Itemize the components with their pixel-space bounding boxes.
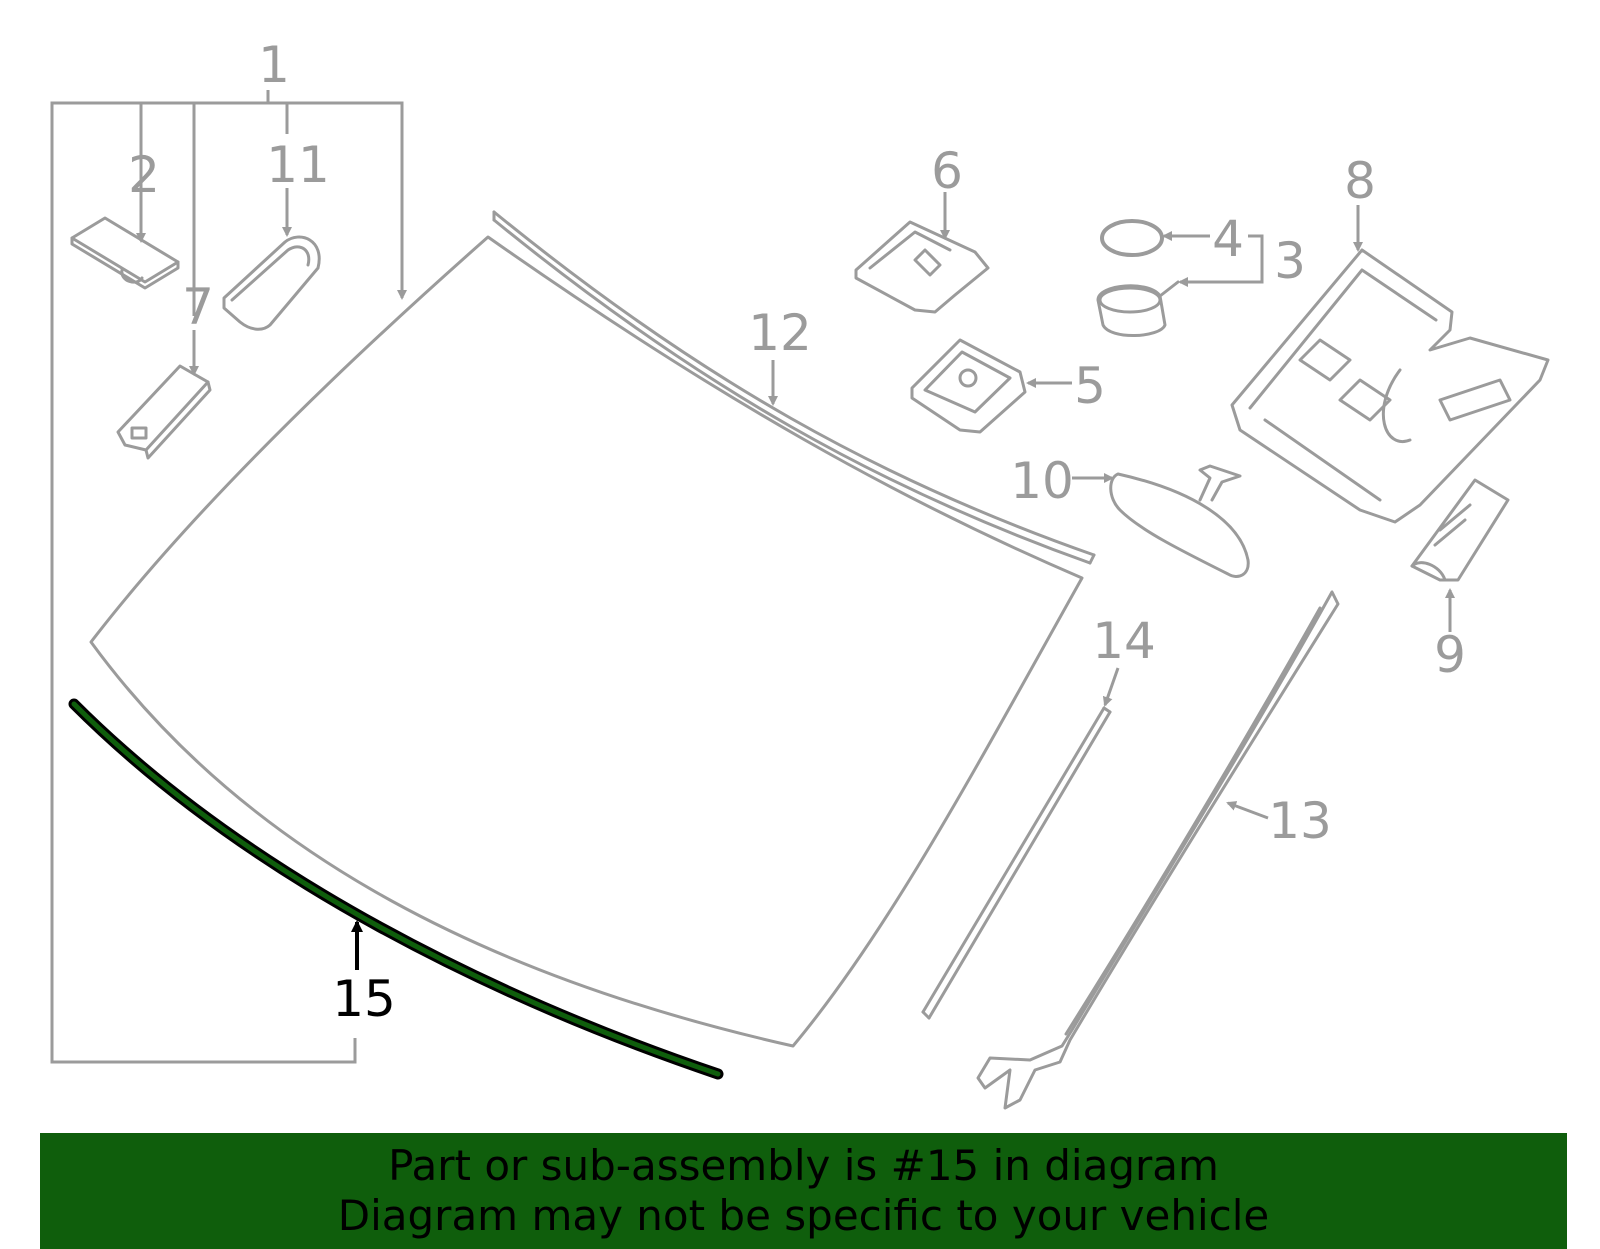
callout-9: 9 — [1434, 626, 1466, 684]
callout-1: 1 — [258, 36, 290, 94]
callout-7: 7 — [182, 278, 214, 336]
upper-molding[interactable] — [492, 210, 1096, 565]
callout-3: 3 — [1274, 232, 1306, 290]
callout-6: 6 — [931, 142, 963, 200]
lower-molding-highlighted[interactable] — [68, 698, 724, 1080]
leader-arrows — [189, 188, 1455, 820]
callout-10: 10 — [1010, 452, 1074, 510]
pillar-trim[interactable] — [976, 590, 1340, 1110]
part-2-pad[interactable] — [70, 216, 180, 290]
part-8-console[interactable] — [1230, 248, 1550, 524]
callout-4: 4 — [1212, 210, 1244, 268]
callout-12: 12 — [748, 304, 812, 362]
notice-banner: Part or sub-assembly is #15 in diagram D… — [40, 1133, 1567, 1249]
callout-11: 11 — [266, 136, 330, 194]
part-10-mirror[interactable] — [1109, 464, 1250, 578]
part-4-ring[interactable] — [1100, 219, 1164, 257]
part-6-bracket[interactable] — [854, 220, 990, 314]
part-11-cover[interactable] — [222, 235, 321, 331]
callout-14: 14 — [1092, 612, 1156, 670]
banner-line-1: Part or sub-assembly is #15 in diagram — [388, 1141, 1219, 1190]
part-7-bracket[interactable] — [116, 364, 212, 460]
part-9-clip[interactable] — [1410, 478, 1510, 582]
callout-13: 13 — [1268, 792, 1332, 850]
part-3-sensor[interactable] — [1096, 280, 1180, 337]
windshield-glass[interactable] — [89, 235, 1084, 1048]
part-5-housing[interactable] — [910, 338, 1027, 434]
side-molding[interactable] — [921, 706, 1112, 1020]
callout-5: 5 — [1074, 357, 1106, 415]
callout-15-highlighted: 15 — [332, 970, 396, 1028]
assembly-bracket — [50, 90, 407, 1064]
callout-8: 8 — [1344, 152, 1376, 210]
callout-2: 2 — [128, 146, 160, 204]
banner-line-2: Diagram may not be specific to your vehi… — [337, 1191, 1270, 1240]
